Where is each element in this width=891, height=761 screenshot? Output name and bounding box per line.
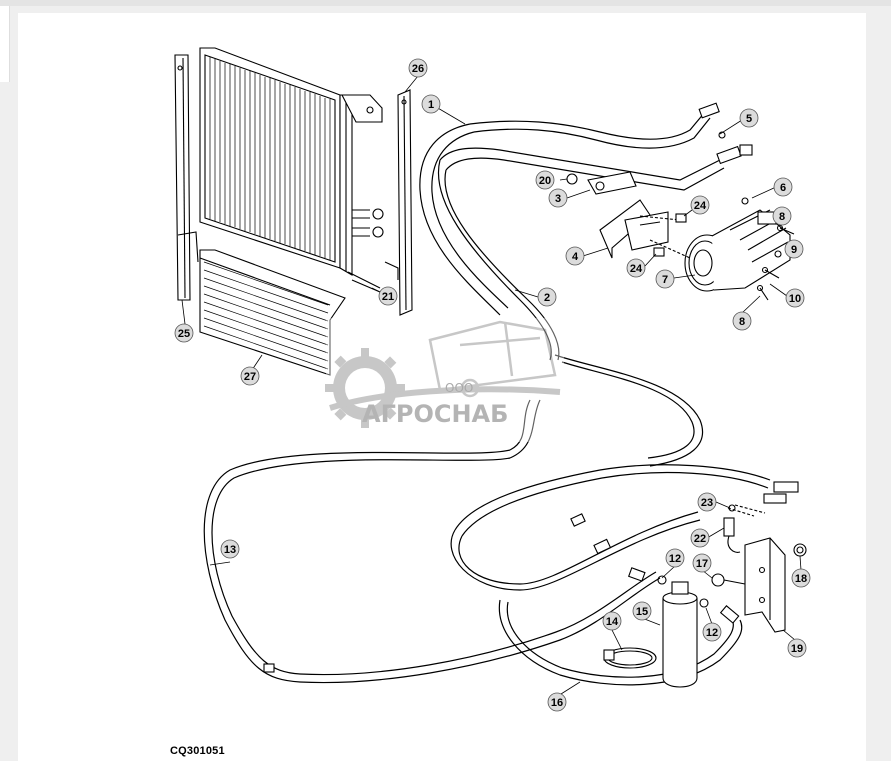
callout-15: 15 (632, 601, 652, 621)
callout-24-lower: 24 (626, 258, 646, 278)
svg-text:12: 12 (669, 553, 681, 565)
svg-text:6: 6 (780, 182, 786, 194)
figure-code: CQ301051 (170, 745, 225, 757)
drier-bracket (744, 537, 786, 633)
svg-text:10: 10 (789, 293, 801, 305)
callout-1: 1 (421, 94, 441, 114)
svg-text:18: 18 (795, 573, 807, 585)
callout-12-upper: 12 (665, 548, 685, 568)
receiver-drier (657, 575, 709, 688)
callout-16: 16 (547, 692, 567, 712)
svg-text:25: 25 (178, 328, 190, 340)
callout-13: 13 (220, 539, 240, 559)
callout-4: 4 (565, 246, 585, 266)
hose-fittings-lower (263, 481, 799, 673)
callout-18: 18 (791, 568, 811, 588)
svg-text:2: 2 (544, 292, 550, 304)
callout-26: 26 (408, 58, 428, 78)
svg-text:20: 20 (539, 175, 551, 187)
nut-20 (566, 173, 578, 185)
hose-1 (419, 111, 711, 316)
callout-8-lower: 8 (732, 311, 752, 331)
top-bar (0, 0, 891, 6)
svg-text:5: 5 (746, 113, 752, 125)
pressure-switch (723, 504, 741, 553)
callouts: 1 2 3 4 5 6 7 8 8 9 10 12 12 13 14 15 16… (174, 58, 811, 712)
callout-17: 17 (692, 553, 712, 573)
svg-text:27: 27 (244, 371, 256, 383)
hose-fittings-upper (698, 102, 753, 205)
svg-text:1: 1 (428, 99, 434, 111)
svg-text:8: 8 (739, 316, 745, 328)
hose-13 (203, 399, 661, 684)
svg-text:ООО: ООО (445, 381, 473, 395)
hose-16 (450, 464, 771, 686)
svg-text:16: 16 (551, 697, 563, 709)
callout-3: 3 (548, 188, 568, 208)
compressor (684, 209, 791, 292)
callout-8-upper: 8 (772, 206, 792, 226)
side-panel-edge (0, 6, 10, 82)
svg-text:14: 14 (606, 616, 619, 628)
callout-7: 7 (655, 269, 675, 289)
callout-2: 2 (537, 287, 557, 307)
callout-19: 19 (787, 638, 807, 658)
compressor-bracket (599, 199, 691, 259)
hose-run-centre (554, 354, 704, 467)
callout-10: 10 (785, 288, 805, 308)
svg-text:19: 19 (791, 643, 803, 655)
svg-text:24: 24 (630, 263, 643, 275)
hose-2 (438, 147, 725, 361)
callout-5: 5 (739, 108, 759, 128)
spacer-24 (653, 213, 687, 257)
svg-text:22: 22 (694, 533, 706, 545)
callout-22: 22 (690, 528, 710, 548)
svg-text:9: 9 (791, 244, 797, 256)
clamp-14 (603, 647, 657, 669)
svg-text:АГРОСНАБ: АГРОСНАБ (362, 400, 508, 428)
svg-text:21: 21 (382, 291, 394, 303)
callout-9: 9 (784, 239, 804, 259)
right-mounting-bracket (384, 89, 413, 316)
callout-25: 25 (174, 323, 194, 343)
nut-18 (793, 543, 807, 557)
svg-text:8: 8 (779, 211, 785, 223)
left-mounting-bracket (174, 54, 199, 301)
callout-24-upper: 24 (690, 195, 710, 215)
svg-text:24: 24 (694, 200, 707, 212)
callout-12-lower: 12 (702, 622, 722, 642)
svg-text:4: 4 (572, 251, 579, 263)
svg-text:17: 17 (696, 558, 708, 570)
svg-text:15: 15 (636, 606, 648, 618)
watermark-logo: ООО АГРОСНАБ (325, 318, 564, 442)
diagram-sheet (18, 13, 866, 761)
bracket-3 (587, 171, 637, 195)
svg-text:12: 12 (706, 627, 718, 639)
svg-text:7: 7 (662, 274, 668, 286)
svg-text:26: 26 (412, 63, 424, 75)
svg-text:23: 23 (701, 497, 713, 509)
callout-6: 6 (773, 177, 793, 197)
condenser (199, 47, 384, 293)
bolt-17 (711, 573, 746, 587)
callout-27: 27 (240, 366, 260, 386)
callout-20: 20 (535, 170, 555, 190)
svg-text:3: 3 (555, 193, 561, 205)
callout-21: 21 (378, 286, 398, 306)
callout-14: 14 (602, 611, 622, 631)
callout-23: 23 (697, 492, 717, 512)
radiator-core (199, 249, 346, 376)
svg-text:13: 13 (224, 544, 236, 556)
